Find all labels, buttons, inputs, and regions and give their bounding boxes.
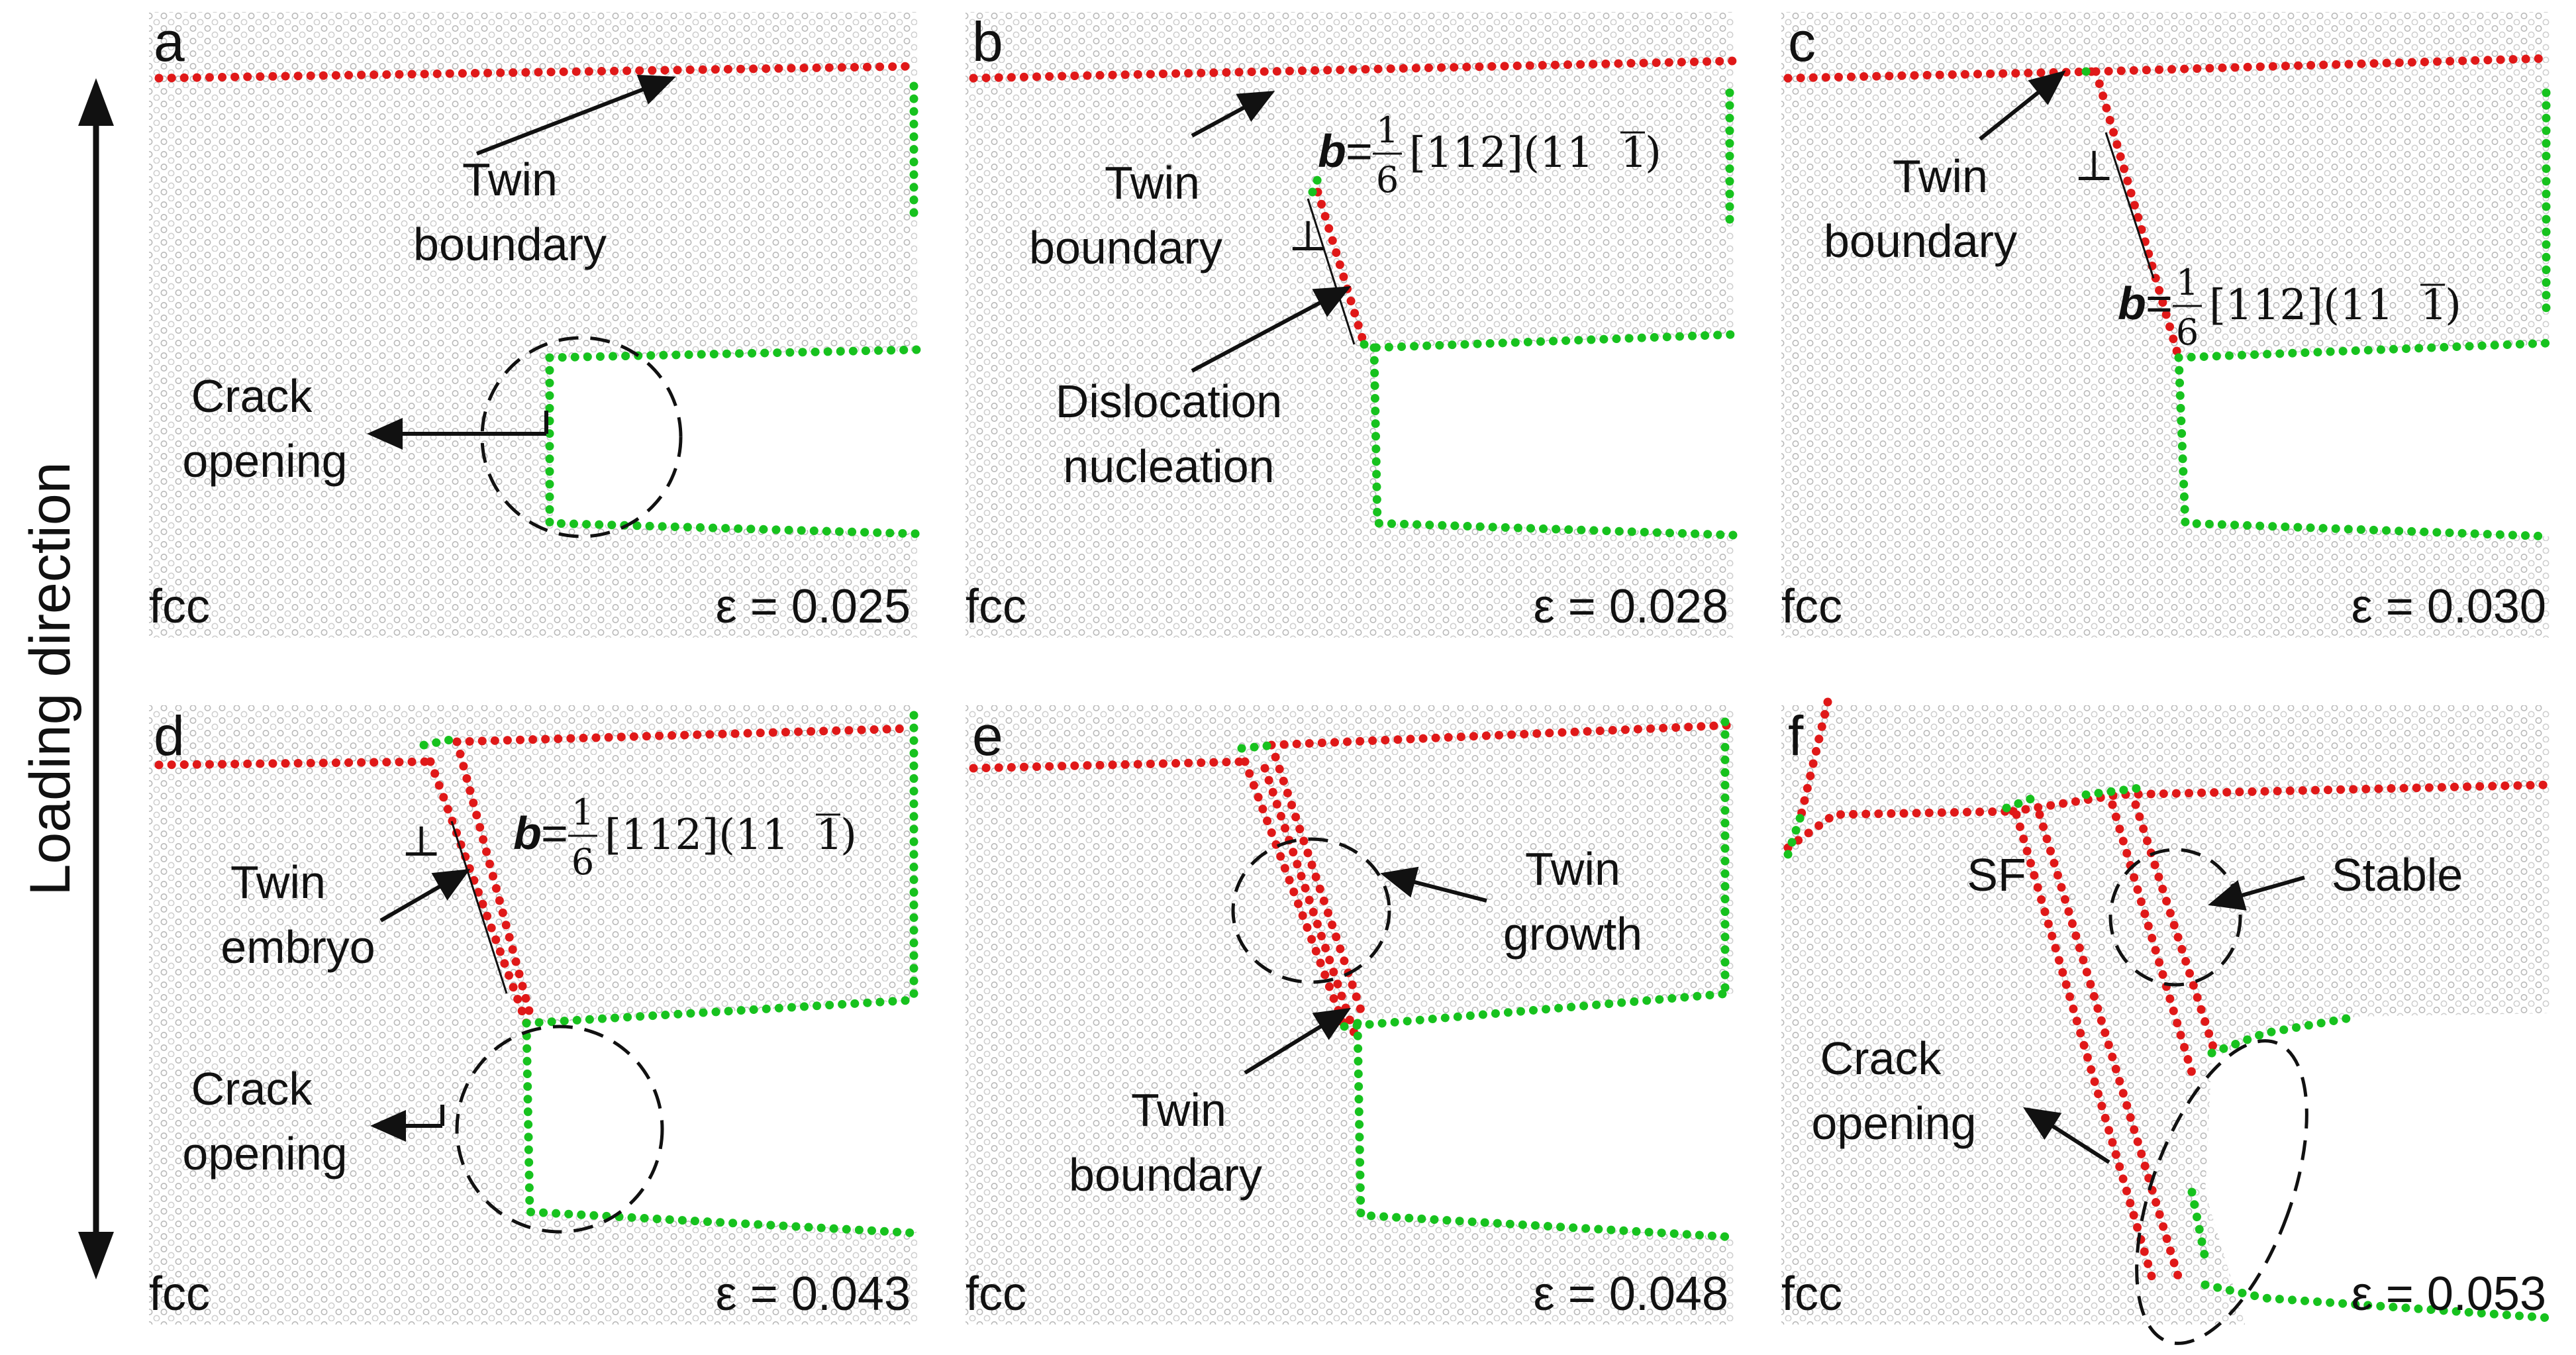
crack-label: opening	[182, 1128, 347, 1179]
crack-label: opening	[1811, 1097, 1976, 1149]
crack-ellipse	[2135, 1039, 2308, 1345]
svg-text:[112](11: [112](11	[605, 811, 789, 860]
phase-label: fcc	[149, 1268, 210, 1321]
burgers-vector: b = 1 6 [112](11 1 )	[513, 791, 857, 883]
crack-label: Crack	[191, 1063, 313, 1115]
svg-text:=: =	[541, 807, 568, 859]
svg-text:1: 1	[1620, 128, 1648, 177]
svg-text:1: 1	[1376, 109, 1399, 151]
burgers-vector: b = 1 6 [112](11 1 )	[1318, 109, 1661, 201]
strain-label: ε = 0.048	[1534, 1268, 1728, 1321]
panel-letter: d	[154, 705, 185, 767]
panel-f: f SF Stable Crack opening fcc ε = 0.053	[1781, 697, 2554, 1345]
twin-label: boundary	[1824, 215, 2017, 267]
svg-text:1: 1	[816, 811, 843, 860]
panel-letter: a	[154, 11, 185, 73]
twin-label: Twin	[1893, 150, 1988, 202]
loading-direction-label: Loading direction	[19, 462, 82, 895]
panel-letter: e	[972, 705, 1003, 767]
crack-circle	[455, 1025, 664, 1234]
svg-text:6: 6	[571, 841, 594, 883]
twin-label: Twin	[1131, 1084, 1226, 1136]
twin-label: Twin	[1105, 157, 1200, 209]
svg-text:⊥: ⊥	[401, 817, 441, 866]
phase-label: fcc	[1781, 580, 1842, 633]
panel-a: a Twin boundary Crack opening fcc ε = 0.…	[149, 11, 922, 638]
svg-text:1: 1	[571, 791, 594, 833]
panel-d: ⊥ d b = 1 6 [112](11 1 ) Twin embryo Cra…	[149, 705, 922, 1325]
twin-label: Twin	[462, 154, 558, 205]
svg-text:b: b	[2118, 277, 2146, 329]
twin-label: boundary	[413, 219, 607, 270]
twin-label: boundary	[1029, 222, 1222, 274]
svg-text:): )	[1645, 128, 1661, 177]
svg-text:[112](11: [112](11	[1409, 128, 1594, 177]
twin-label: boundary	[1069, 1149, 1262, 1201]
phase-label: fcc	[966, 580, 1026, 633]
panel-letter: f	[1788, 705, 1804, 767]
panel-letter: c	[1788, 11, 1816, 73]
crack-circle	[480, 336, 683, 538]
svg-text:6: 6	[2176, 311, 2199, 353]
twin-label: Twin	[230, 856, 326, 908]
sf-label: SF	[1967, 849, 2026, 901]
phase-label: fcc	[1781, 1268, 1842, 1321]
loading-direction-arrow	[78, 78, 114, 1280]
twin-label: embryo	[221, 921, 375, 973]
svg-text:): )	[840, 811, 857, 860]
dislocation-label: nucleation	[1063, 440, 1274, 492]
svg-text:⊥: ⊥	[1288, 212, 1328, 261]
burgers-vector: b = 1 6 [112](11 1 )	[2118, 262, 2461, 353]
svg-text:b: b	[1318, 125, 1346, 177]
growth-label: growth	[1503, 908, 1642, 960]
strain-label: ε = 0.030	[2352, 580, 2546, 633]
crack-label: Crack	[1820, 1032, 1942, 1084]
strain-label: ε = 0.053	[2352, 1268, 2546, 1321]
svg-text:1: 1	[2176, 262, 2199, 303]
strain-label: ε = 0.028	[1534, 580, 1728, 633]
svg-text:[112](11: [112](11	[2209, 281, 2394, 330]
stable-circle	[2108, 848, 2242, 987]
svg-text:1: 1	[2420, 281, 2448, 330]
panel-c: ⊥ c Twin boundary b = 1 6 [112](11 1 ) f…	[1781, 11, 2554, 638]
svg-text:): )	[2445, 281, 2461, 330]
strain-label: ε = 0.025	[716, 580, 911, 633]
svg-text:b: b	[513, 807, 542, 859]
svg-text:=: =	[1346, 125, 1373, 177]
strain-label: ε = 0.043	[716, 1268, 911, 1321]
phase-label: fcc	[149, 580, 210, 633]
svg-text:=: =	[2146, 277, 2173, 329]
panel-b: ⊥ b Twin boundary Dislocation nucleation…	[966, 11, 1738, 638]
dislocation-label: Dislocation	[1056, 376, 1282, 427]
growth-label: Twin	[1525, 843, 1620, 895]
growth-circle	[1231, 837, 1391, 984]
phase-label: fcc	[966, 1268, 1026, 1321]
stable-label: Stable	[2332, 849, 2463, 901]
crack-label: opening	[182, 435, 347, 487]
crack-label: Crack	[191, 370, 313, 422]
svg-text:6: 6	[1376, 159, 1399, 201]
panel-letter: b	[972, 11, 1003, 73]
svg-text:⊥: ⊥	[2074, 142, 2114, 191]
panel-e: e Twin growth Twin boundary fcc ε = 0.04…	[966, 705, 1738, 1325]
